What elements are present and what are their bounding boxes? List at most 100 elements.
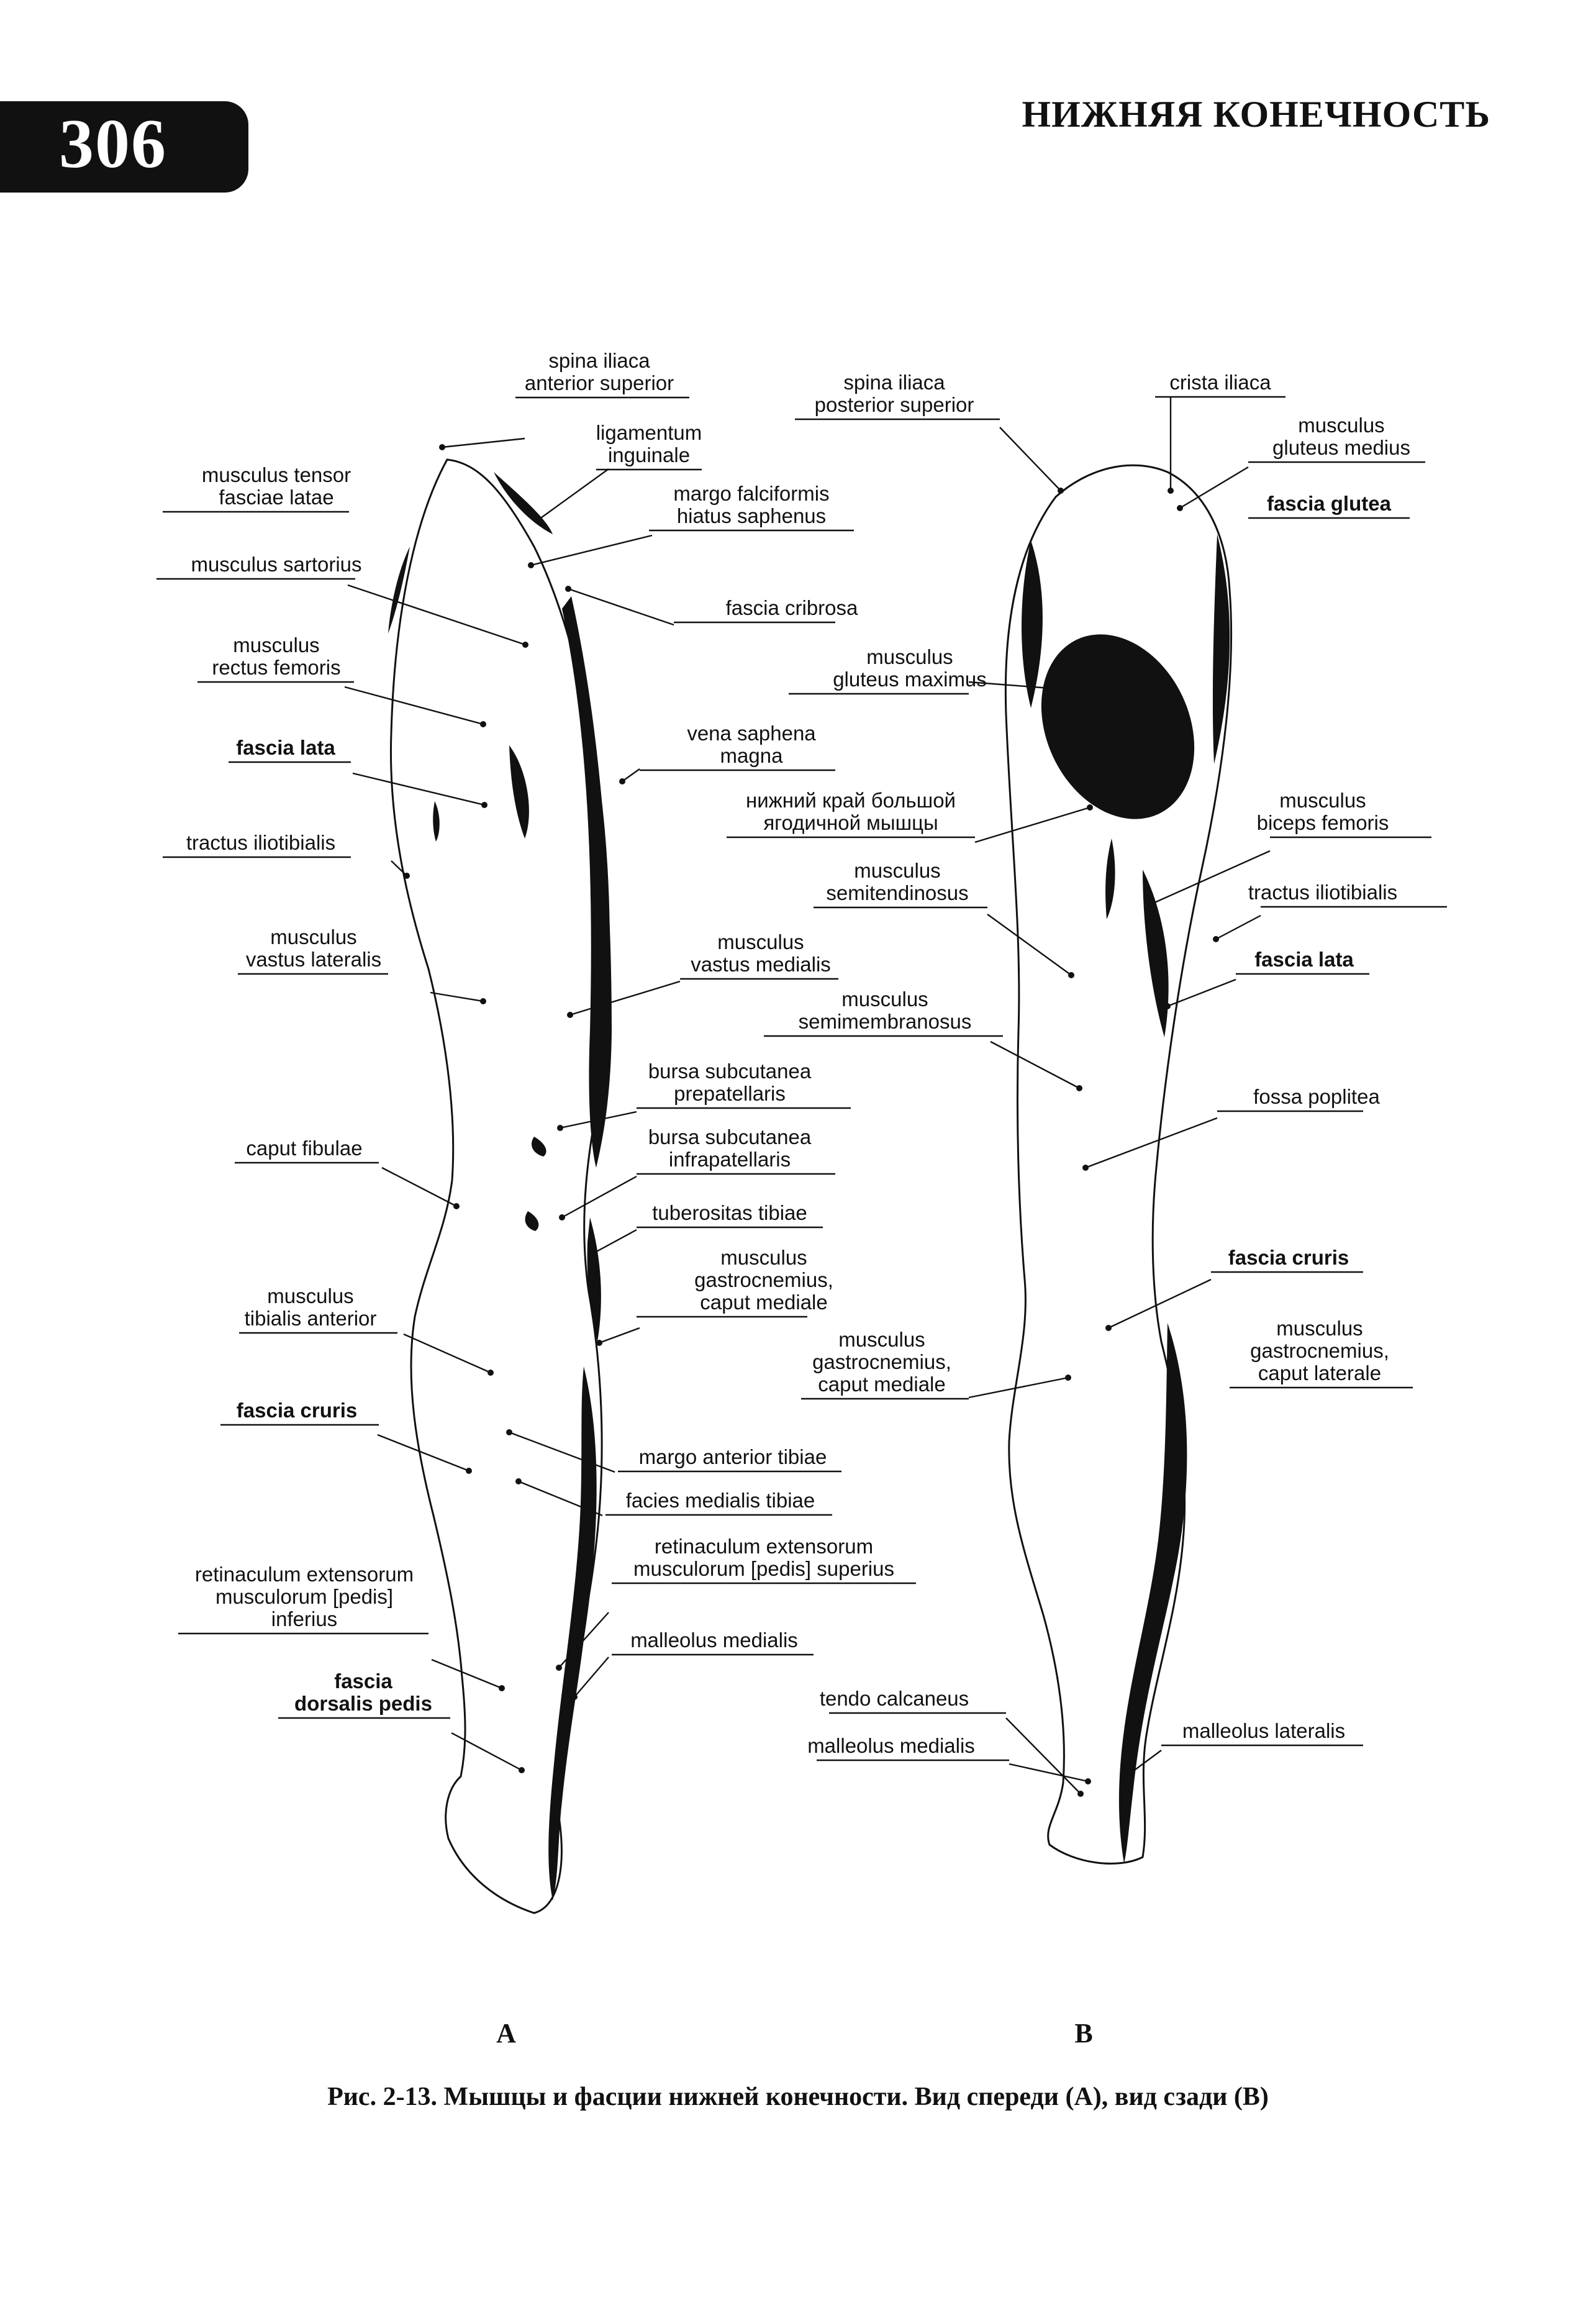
leader-dot (499, 1685, 505, 1691)
leader-dot (556, 1665, 562, 1671)
label-a-10-line-0: musculus (270, 925, 356, 948)
leader-dot (536, 516, 542, 522)
label-a-14-line-0: bursa subcutanea (648, 1125, 812, 1148)
leader-line (352, 772, 485, 806)
leader-line (518, 1480, 603, 1517)
label-b-3-line-0: fascia glutea (1267, 492, 1392, 515)
leader-line (561, 1175, 637, 1219)
leader-line (451, 1732, 522, 1771)
label-a-3-line-0: margo falciformis (673, 482, 829, 505)
leader-dot (522, 642, 528, 648)
leg-anterior-drawing (388, 458, 612, 1914)
callout-b-16: malleolus medialis (807, 1734, 1091, 1784)
label-a-6-line-0: musculus (233, 634, 319, 657)
leader-dot (1065, 1375, 1071, 1381)
panel-letters: A B (496, 2018, 1093, 2048)
leader-dot (1105, 1325, 1112, 1331)
label-a-16-line-2: caput mediale (700, 1291, 827, 1314)
label-b-13-line-0: musculus (838, 1328, 925, 1351)
label-a-11-line-1: vastus medialis (691, 953, 831, 976)
leader-line (538, 468, 609, 520)
panel-letter-b: B (1074, 2018, 1092, 2048)
callout-a-4: musculus sartorius (156, 553, 528, 648)
label-b-0-line-1: posterior superior (815, 393, 974, 416)
leader-line (1167, 978, 1236, 1007)
label-a-24-line-1: dorsalis pedis (294, 1692, 432, 1715)
leader-line (377, 1434, 469, 1472)
leader-dot (519, 1767, 525, 1773)
label-b-2-line-1: gluteus medius (1272, 436, 1410, 459)
leader-line (381, 1166, 457, 1207)
callout-b-3: fascia glutea (1248, 492, 1410, 519)
leader-line (1151, 850, 1271, 905)
leg-posterior-drawing (1004, 464, 1233, 1865)
label-b-14-line-1: gastrocnemius, (1250, 1339, 1389, 1362)
leader-dot (1046, 685, 1053, 691)
leader-dot (480, 721, 486, 727)
callout-b-1: crista iliaca (1155, 371, 1285, 494)
label-a-20-line-0: facies medialis tibiae (626, 1489, 815, 1512)
leader-dot (1164, 1003, 1171, 1009)
leader-dot (1149, 901, 1155, 907)
leader-dot (404, 873, 410, 879)
leader-dot (1068, 972, 1074, 978)
leader-line (622, 768, 640, 782)
figure-caption: Рис. 2-13. Мышцы и фасции нижней конечно… (327, 2083, 1269, 2111)
callout-b-9: fascia lata (1164, 948, 1369, 1009)
leader-dot (481, 802, 487, 808)
label-a-17-line-0: musculus (267, 1284, 353, 1307)
label-b-4-line-0: musculus (866, 645, 953, 668)
label-b-14-line-0: musculus (1276, 1317, 1362, 1340)
label-a-10-line-1: vastus lateralis (246, 948, 381, 971)
leader-dot (480, 998, 486, 1004)
label-a-24-line-0: fascia (334, 1670, 392, 1693)
label-a-15-line-0: tuberositas tibiae (652, 1201, 807, 1224)
leader-line (974, 806, 1090, 843)
leader-line (391, 860, 407, 876)
label-b-14-line-2: caput laterale (1258, 1361, 1381, 1384)
leader-line (431, 1658, 502, 1689)
leader-line (990, 1040, 1080, 1089)
leader-dot (619, 778, 625, 784)
leg-illustrations (388, 458, 1233, 1914)
leader-line (968, 681, 1050, 689)
leader-line (530, 534, 653, 566)
label-b-17-line-0: malleolus lateralis (1182, 1719, 1345, 1742)
label-b-13-line-1: gastrocnemius, (812, 1350, 951, 1373)
label-a-8-line-0: vena saphena (687, 722, 816, 745)
label-a-6-line-1: rectus femoris (212, 656, 340, 679)
label-b-9-line-0: fascia lata (1254, 948, 1354, 971)
callout-a-15: tuberositas tibiae (590, 1201, 823, 1257)
label-a-0-line-1: anterior superior (525, 371, 674, 394)
leader-dot (487, 1370, 494, 1376)
label-a-18-line-0: fascia cruris (237, 1399, 357, 1422)
label-a-12-line-0: bursa subcutanea (648, 1060, 812, 1083)
panel-letter-a: A (496, 2018, 516, 2048)
leader-dot (565, 586, 571, 592)
leader-dot (528, 562, 534, 568)
callout-b-11: fossa poplitea (1082, 1085, 1380, 1171)
label-b-6-line-0: musculus (1279, 789, 1366, 812)
leader-line (987, 914, 1072, 976)
callout-a-13: caput fibulae (235, 1137, 460, 1209)
callout-a-19: margo anterior tibiae (506, 1429, 841, 1473)
leader-dot (559, 1214, 565, 1220)
page-number-tab (0, 101, 248, 193)
leader-dot (453, 1203, 460, 1209)
leader-line (347, 584, 526, 646)
label-a-2-line-1: fasciae latae (219, 486, 333, 509)
label-a-9-line-0: tractus iliotibialis (186, 831, 335, 854)
label-a-22-line-1: musculorum [pedis] (215, 1585, 393, 1608)
label-b-4-line-1: gluteus maximus (833, 668, 987, 691)
callout-a-7: fascia lata (229, 736, 487, 808)
